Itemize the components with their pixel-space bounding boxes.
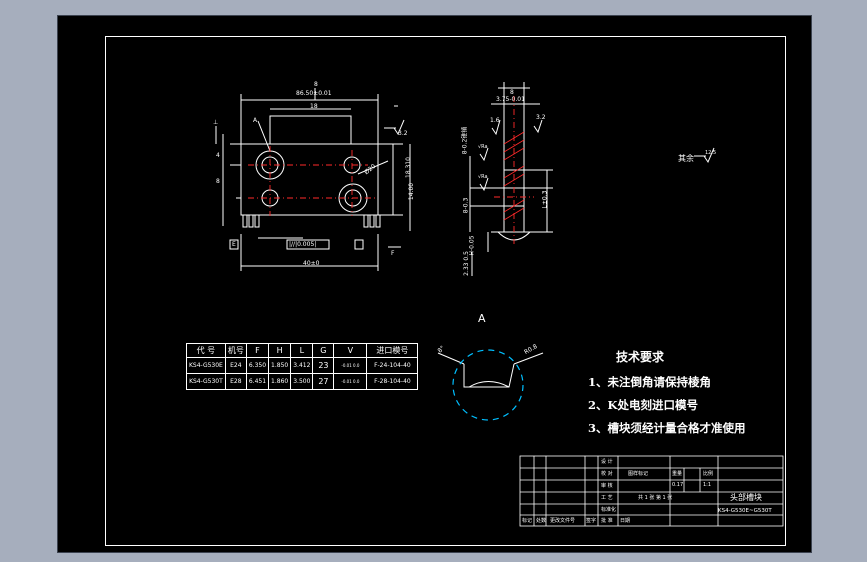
spec-table: 代 号 机号 F H L G V 进口模号 KS4-G530E E24 6.35… [186, 343, 419, 390]
tb-row-label: 标准化 [601, 507, 617, 513]
title-block [519, 455, 784, 527]
tb-sheet: 共 1 张 第 1 张 [638, 495, 673, 501]
side-dim-top-small: 8 [510, 89, 514, 96]
spec-cell: F-24-104-40 [366, 357, 419, 374]
dim-left: 4 [216, 152, 220, 159]
dim-overall: 86.50±0.01 [296, 90, 332, 97]
tb-col-label: 图样标记 [628, 471, 649, 477]
drawing-canvas [215, 82, 784, 527]
spec-cell: 3.412 [290, 357, 314, 374]
bottom-teeth [242, 214, 381, 228]
dim-right-2: 14.00 [408, 182, 416, 201]
spec-cell: 3.500 [290, 373, 314, 390]
spec-cell: 1.850 [268, 357, 292, 374]
tb-row-label: 审 核 [601, 483, 613, 489]
spec-table-header: 代 号 机号 F H L G V 进口模号 [186, 343, 419, 358]
dim-top: 8 [314, 81, 318, 88]
dim-inner: 18 [310, 103, 318, 110]
tb-footer-label: 标记 [522, 518, 533, 524]
requirement-item: 2、K处电刻进口模号 [588, 398, 698, 412]
spec-cell: -0.01 0.0 [333, 357, 368, 374]
side-roughness-b: 1.6 [490, 117, 500, 124]
tb-footer-label: 签字 [586, 518, 597, 524]
tb-drawing-no: KS4-G530E~G530T [718, 508, 772, 514]
section-label: A [478, 312, 486, 325]
cad-viewport[interactable]: 8 86.50±0.01 18 A ⊥ E |//|0.005| 40±0 18… [57, 15, 812, 553]
spec-header-cell: 机号 [224, 343, 247, 358]
spec-header-cell: L [290, 343, 314, 358]
spec-header-cell: 代 号 [186, 343, 226, 358]
other-finish: 其余 [678, 154, 694, 163]
requirement-item: 3、槽块须经计量合格才准使用 [588, 421, 746, 435]
spec-header-cell: H [268, 343, 292, 358]
top-slot [269, 115, 352, 144]
front-view-body [240, 143, 379, 216]
spec-cell: KS4-G530T [186, 373, 226, 390]
spec-cell: E28 [224, 373, 247, 390]
spec-header-cell: 进口模号 [366, 343, 419, 358]
other-finish-value: 12.5 [705, 150, 717, 156]
table-row: KS4-G530T E28 6.451 1.860 3.500 27 -0.01… [186, 373, 419, 390]
spec-cell: 27 [312, 373, 335, 390]
spec-header-cell: G [312, 343, 335, 358]
detail-circle [452, 349, 524, 421]
detail-profile [463, 363, 515, 388]
spec-cell: -0.01 0.0 [333, 373, 368, 390]
tb-row-label: 设 计 [601, 459, 613, 465]
side-roughness-a: 3.2 [536, 114, 546, 121]
tb-weight: 0.17 [672, 482, 684, 488]
spec-cell: 23 [312, 357, 335, 374]
tb-col-label: 比例 [703, 471, 714, 477]
dim-bottom: 40±0 [303, 260, 320, 267]
side-label-right: L±0.3 [541, 190, 549, 209]
spec-cell: F-28-104-40 [366, 373, 419, 390]
tol-frame: |//|0.005| [289, 241, 317, 248]
tb-footer-label: 更改文件号 [550, 518, 576, 524]
drawing-frame [105, 36, 786, 546]
spec-cell: 6.350 [245, 357, 270, 374]
spec-header-cell: V [333, 343, 368, 358]
side-label-bottom-2: H-0.05 [468, 235, 476, 256]
side-dim-top: 3.75-0.01 [496, 96, 525, 103]
center-lines [248, 96, 534, 244]
small-f: F [391, 250, 395, 257]
spec-cell: KS4-G530E [186, 357, 226, 374]
dim-left-2: 8 [216, 178, 220, 185]
requirements-title: 技术要求 [616, 350, 665, 364]
tb-row-label: 工 艺 [601, 495, 613, 501]
tb-row-label: 批 准 [601, 518, 613, 524]
roughness-right: 3.2 [398, 130, 408, 137]
spec-cell: 1.860 [268, 373, 292, 390]
spec-cell: E24 [224, 357, 247, 374]
tb-scale: 1:1 [703, 482, 712, 488]
leader-label: A [253, 117, 258, 124]
dim-right: 18.310 [405, 157, 412, 178]
tb-row-label: 校 对 [601, 471, 613, 477]
side-label-left-upper: 8-0.2锥销 [461, 126, 469, 155]
tb-col-label: 重量 [672, 471, 683, 477]
side-roughness-d: √Ra [478, 174, 488, 180]
spec-header-cell: F [245, 343, 270, 358]
spec-cell: 6.451 [245, 373, 270, 390]
datum-box: E [232, 241, 236, 248]
table-row: KS4-G530E E24 6.350 1.850 3.412 23 -0.01… [186, 357, 419, 374]
tb-footer-label: 日期 [620, 518, 631, 524]
side-roughness-c: √Ra [478, 144, 488, 150]
tb-footer-label: 处数 [536, 518, 547, 524]
tb-part-name: 头部槽块 [730, 493, 762, 502]
datum-symbol: ⊥ [213, 119, 219, 126]
side-label-left-lower: 8-0.3 [462, 197, 470, 214]
requirement-item: 1、未注倒角请保持棱角 [588, 375, 712, 389]
